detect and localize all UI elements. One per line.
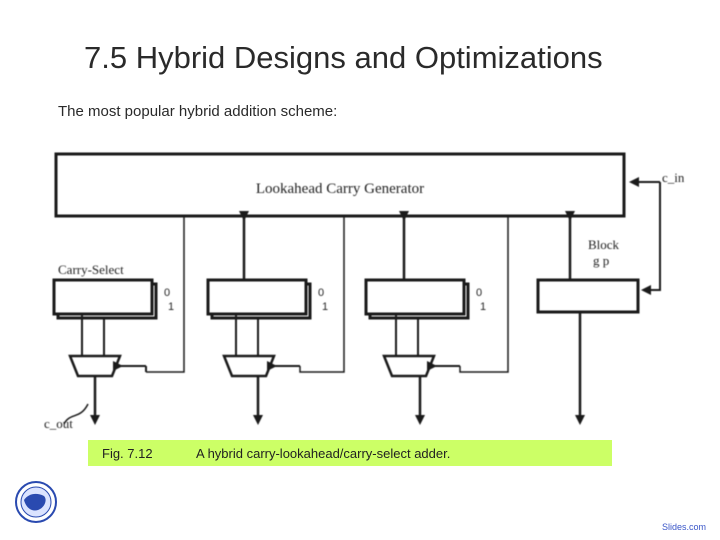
c-in-label: c_in [662, 170, 685, 185]
block-label-line1: Block [588, 237, 620, 252]
caption-number: Fig. 7.12 [102, 445, 153, 461]
svg-text:0: 0 [164, 287, 170, 299]
carry-select-block-2: 0 1 [206, 211, 345, 425]
generator-label: Lookahead Carry Generator [256, 181, 424, 197]
c-out-curve [63, 403, 89, 425]
caption-text: A hybrid carry-lookahead/carry-select ad… [196, 445, 451, 461]
svg-text:1: 1 [480, 301, 486, 313]
lookahead-generator-box [54, 152, 626, 218]
figure-caption: Fig. 7.12 A hybrid carry-lookahead/carry… [88, 440, 612, 466]
slide-subtitle: The most popular hybrid addition scheme: [58, 103, 338, 120]
carry-select-block-3: 0 1 [364, 211, 509, 425]
footer-link[interactable]: Slides.com [661, 522, 706, 532]
block-gp [536, 211, 640, 425]
block-label-line2: g p [593, 253, 609, 268]
svg-text:1: 1 [322, 301, 328, 313]
carry-select-block-1: 0 1 [52, 216, 185, 425]
svg-text:0: 0 [476, 287, 482, 299]
carry-select-label: Carry-Select [58, 262, 124, 277]
svg-text:1: 1 [168, 301, 174, 313]
university-logo-icon [15, 481, 57, 523]
svg-text:0: 0 [318, 287, 324, 299]
slide-title: 7.5 Hybrid Designs and Optimizations [84, 40, 603, 75]
c-out-label: c_out [44, 416, 73, 431]
